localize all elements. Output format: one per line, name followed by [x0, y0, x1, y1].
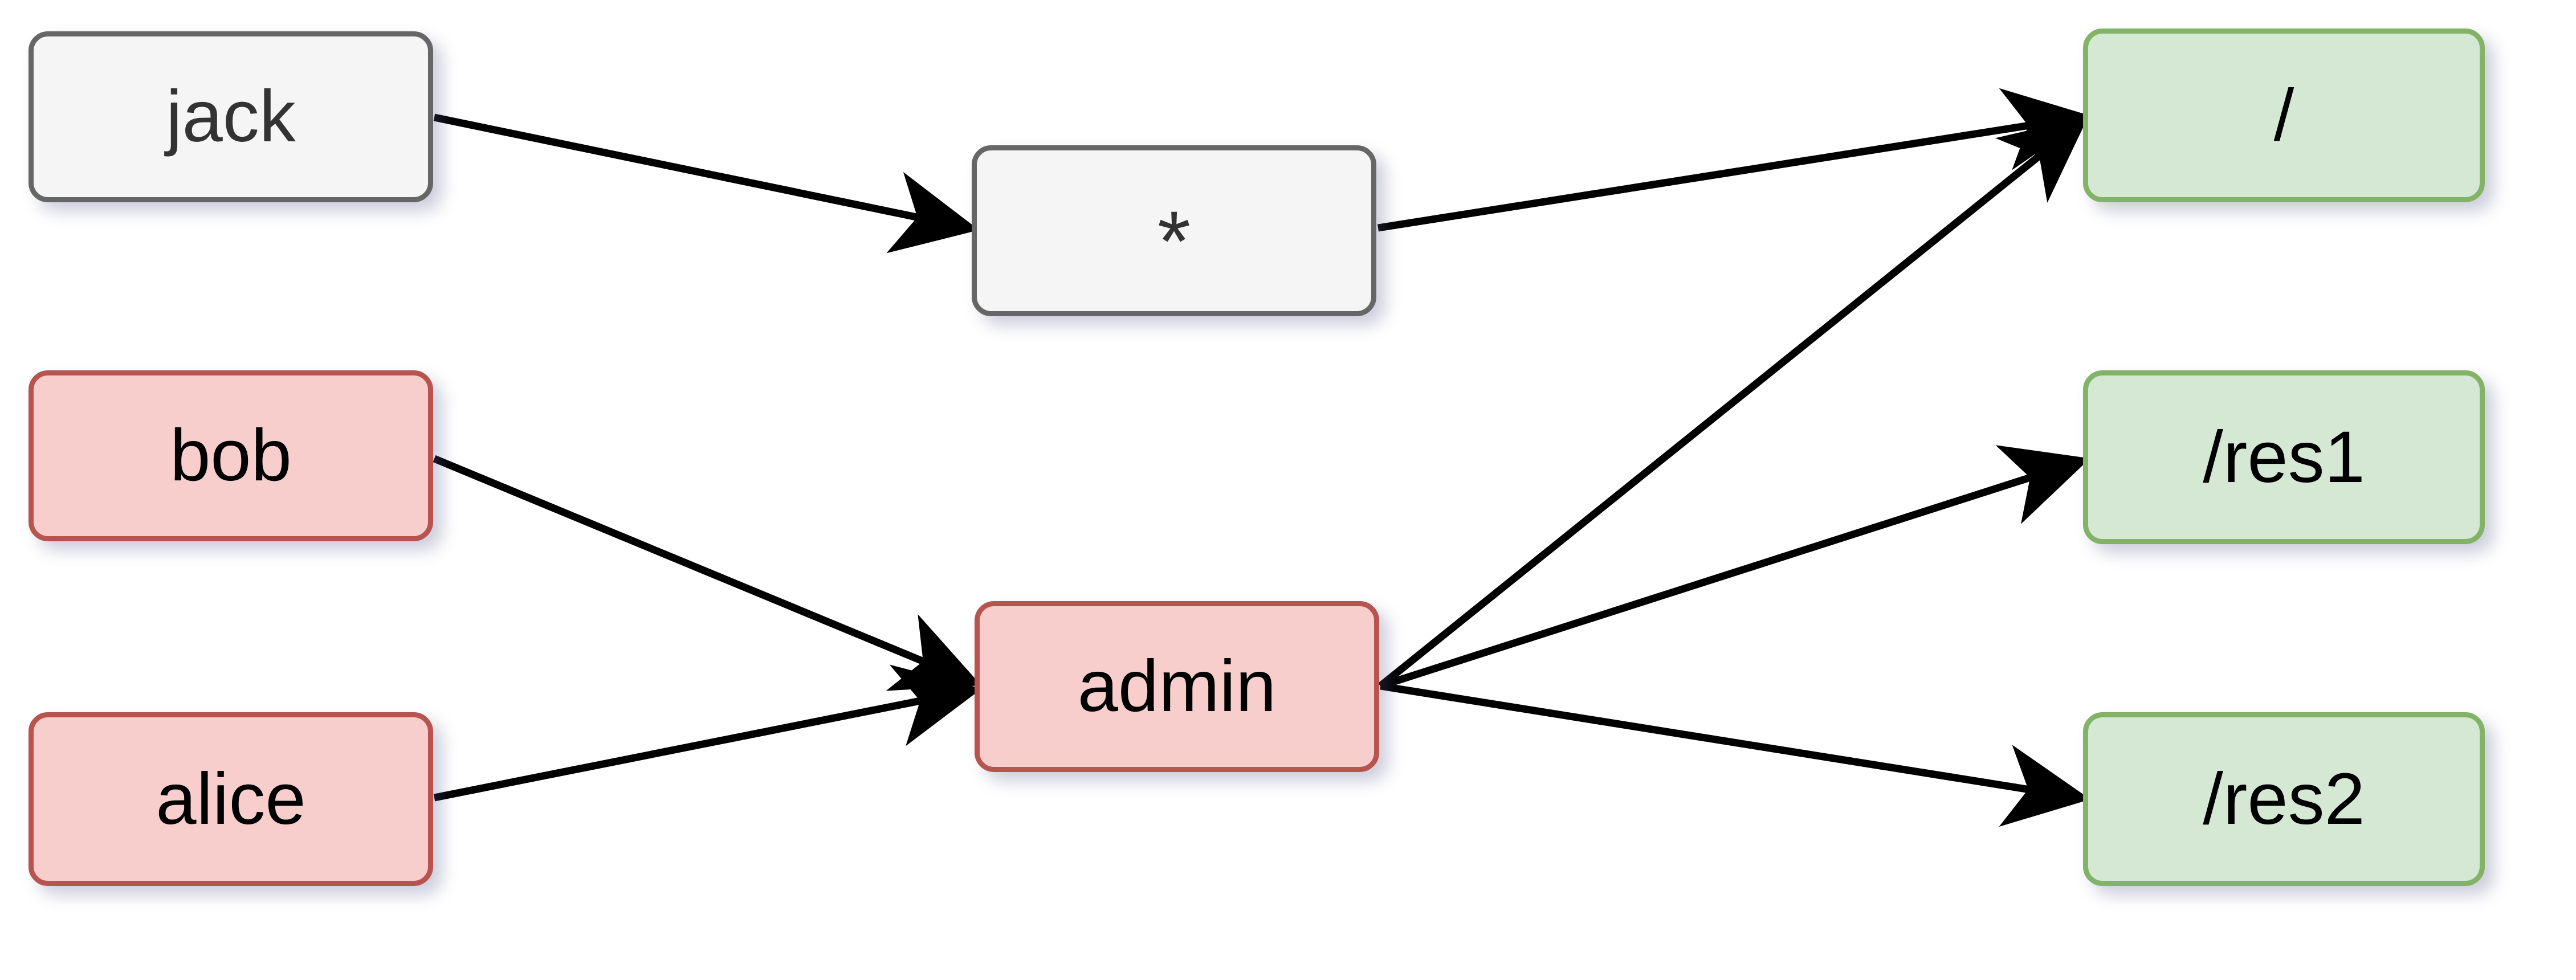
- edge-admin-to-res2: [1379, 682, 2090, 827]
- node-root-resource-label: /: [2273, 74, 2294, 156]
- node-alice[interactable]: alice: [28, 712, 433, 886]
- node-res2[interactable]: /res2: [2083, 712, 2485, 886]
- node-admin[interactable]: admin: [975, 601, 1379, 772]
- node-res1[interactable]: /res1: [2083, 370, 2485, 544]
- node-res2-label: /res2: [2203, 758, 2365, 840]
- edge-alice-to-admin: [433, 664, 982, 802]
- node-wildcard-label: *: [1157, 193, 1191, 289]
- node-jack[interactable]: jack: [28, 31, 433, 202]
- edge-bob-to-admin: [433, 455, 981, 691]
- edge-admin-to-slash: [1377, 116, 2089, 689]
- node-wildcard[interactable]: *: [972, 145, 1376, 316]
- edge-admin-to-res1: [1379, 445, 2090, 690]
- node-jack-label: jack: [166, 76, 296, 157]
- node-bob[interactable]: bob: [28, 370, 433, 541]
- node-res1-label: /res1: [2203, 416, 2365, 498]
- node-root-resource[interactable]: /: [2083, 28, 2485, 202]
- edge-star-to-slash: [1377, 88, 2090, 232]
- node-alice-label: alice: [156, 758, 306, 840]
- edge-jack-to-star: [433, 113, 979, 254]
- node-bob-label: bob: [170, 415, 292, 496]
- node-admin-label: admin: [1077, 646, 1277, 727]
